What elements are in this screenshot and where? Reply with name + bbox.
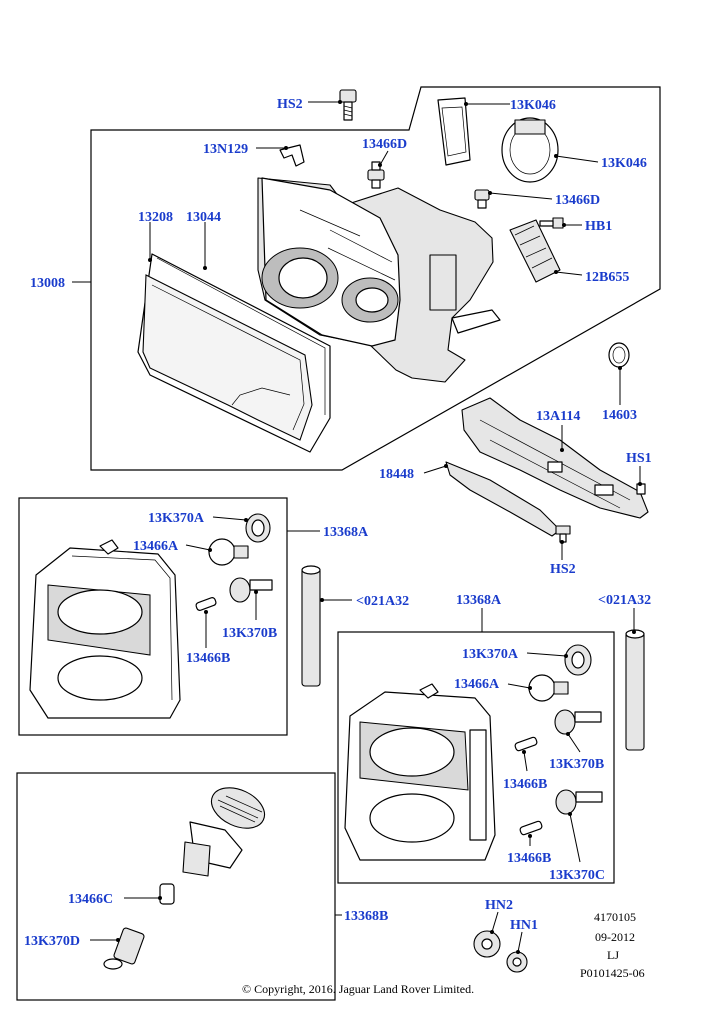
copyright: © Copyright, 2016. Jaguar Land Rover Lim… xyxy=(242,982,474,996)
label-hb1[interactable]: HB1 xyxy=(585,219,612,234)
label-13k370a-right[interactable]: 13K370A xyxy=(462,647,519,662)
bulb-holder-13k370b-right xyxy=(554,709,602,735)
ring-13k046-lower xyxy=(501,117,559,183)
bulb-13466b-right-lower xyxy=(519,820,543,836)
label-13k370b-left[interactable]: 13K370B xyxy=(222,626,277,641)
rear-lamp-left-frame xyxy=(18,497,288,736)
label-13466b-right-upper[interactable]: 13466B xyxy=(503,777,547,792)
headlamp-group-frame xyxy=(90,86,661,471)
label-13008[interactable]: 13008 xyxy=(30,276,65,291)
headlamp-lens xyxy=(137,253,331,453)
label-13044[interactable]: 13044 xyxy=(186,210,221,225)
label-13466d-left[interactable]: 13466D xyxy=(362,137,407,152)
label-hn1[interactable]: HN1 xyxy=(510,918,538,933)
bulb-13466a-right xyxy=(528,674,569,702)
hb1-screw xyxy=(539,217,564,229)
label-hs1[interactable]: HS1 xyxy=(626,451,652,466)
rear-lamp-right-frame xyxy=(337,631,615,884)
label-13k370c[interactable]: 13K370C xyxy=(549,868,605,883)
label-13466c[interactable]: 13466C xyxy=(68,892,113,907)
rear-lamp-left xyxy=(29,539,181,719)
label-13466b-right-lower[interactable]: 13466B xyxy=(507,851,551,866)
bulb-holder-13k370c xyxy=(555,789,603,815)
label-021a32-right[interactable]: <021A32 xyxy=(598,593,651,608)
label-021a32-left[interactable]: <021A32 xyxy=(356,594,409,609)
label-13a114[interactable]: 13A114 xyxy=(536,409,580,424)
label-13n129[interactable]: 13N129 xyxy=(203,142,248,157)
label-13466b-left[interactable]: 13466B xyxy=(186,651,230,666)
label-14603[interactable]: 14603 xyxy=(602,408,637,423)
label-13k046-upper[interactable]: 13K046 xyxy=(510,98,556,113)
leader-lines xyxy=(72,100,642,954)
bulb-13466d-right xyxy=(474,189,490,209)
illustration-ref: P0101425-06 xyxy=(580,966,645,980)
label-13466a-right[interactable]: 13466A xyxy=(454,677,500,692)
label-13466a-left[interactable]: 13466A xyxy=(133,539,179,554)
bulb-holder-13k370b-left xyxy=(229,577,273,603)
module-12b655 xyxy=(509,219,561,283)
label-13208[interactable]: 13208 xyxy=(138,210,173,225)
label-13k046-lower[interactable]: 13K046 xyxy=(601,156,647,171)
date-code: 09-2012 xyxy=(595,930,635,944)
headlamp-housing xyxy=(257,177,501,383)
label-13k370a-left[interactable]: 13K370A xyxy=(148,511,205,526)
bulb-holder-13k370a-right xyxy=(564,644,592,676)
rear-lamp-right xyxy=(344,683,496,861)
sealant-021a32-left xyxy=(301,565,321,687)
bulb-13466b-right-upper xyxy=(514,736,538,752)
bulb-13466d-left xyxy=(367,161,385,189)
label-12b655[interactable]: 12B655 xyxy=(585,270,629,285)
label-hn2[interactable]: HN2 xyxy=(485,898,513,913)
label-18448[interactable]: 18448 xyxy=(379,467,414,482)
ref-number: 4170105 xyxy=(594,910,636,924)
label-13368a-left[interactable]: 13368A xyxy=(323,525,369,540)
label-13k370b-right[interactable]: 13K370B xyxy=(549,757,604,772)
hs2-screw-top xyxy=(339,89,357,121)
trim-18448 xyxy=(445,461,561,537)
label-hs2-top[interactable]: HS2 xyxy=(277,97,303,112)
ring-13k046-upper xyxy=(437,97,471,166)
clip-13n129 xyxy=(279,144,305,167)
nut-hn1 xyxy=(506,951,528,973)
bulb-holder-13k370a-left xyxy=(245,513,271,543)
side-repeater-frame xyxy=(16,772,336,1001)
model-code: LJ xyxy=(607,948,619,962)
bulb-holder-13k370d xyxy=(103,927,145,970)
label-13368b[interactable]: 13368B xyxy=(344,909,388,924)
oring-14603 xyxy=(608,342,630,368)
nut-hn2 xyxy=(473,930,501,958)
sealant-021a32-right xyxy=(625,629,645,751)
bulb-13466b-left xyxy=(195,597,217,611)
label-13368a-right[interactable]: 13368A xyxy=(456,593,502,608)
bracket-13a114 xyxy=(461,397,649,519)
bulb-13466a-left xyxy=(208,538,249,566)
label-13k370d[interactable]: 13K370D xyxy=(24,934,80,949)
label-13466d-right[interactable]: 13466D xyxy=(555,193,600,208)
label-hs2-bottom[interactable]: HS2 xyxy=(550,562,576,577)
bulb-13466c xyxy=(159,883,175,905)
hs2-screw-bottom xyxy=(555,525,571,543)
side-repeater-lamp xyxy=(182,787,266,877)
